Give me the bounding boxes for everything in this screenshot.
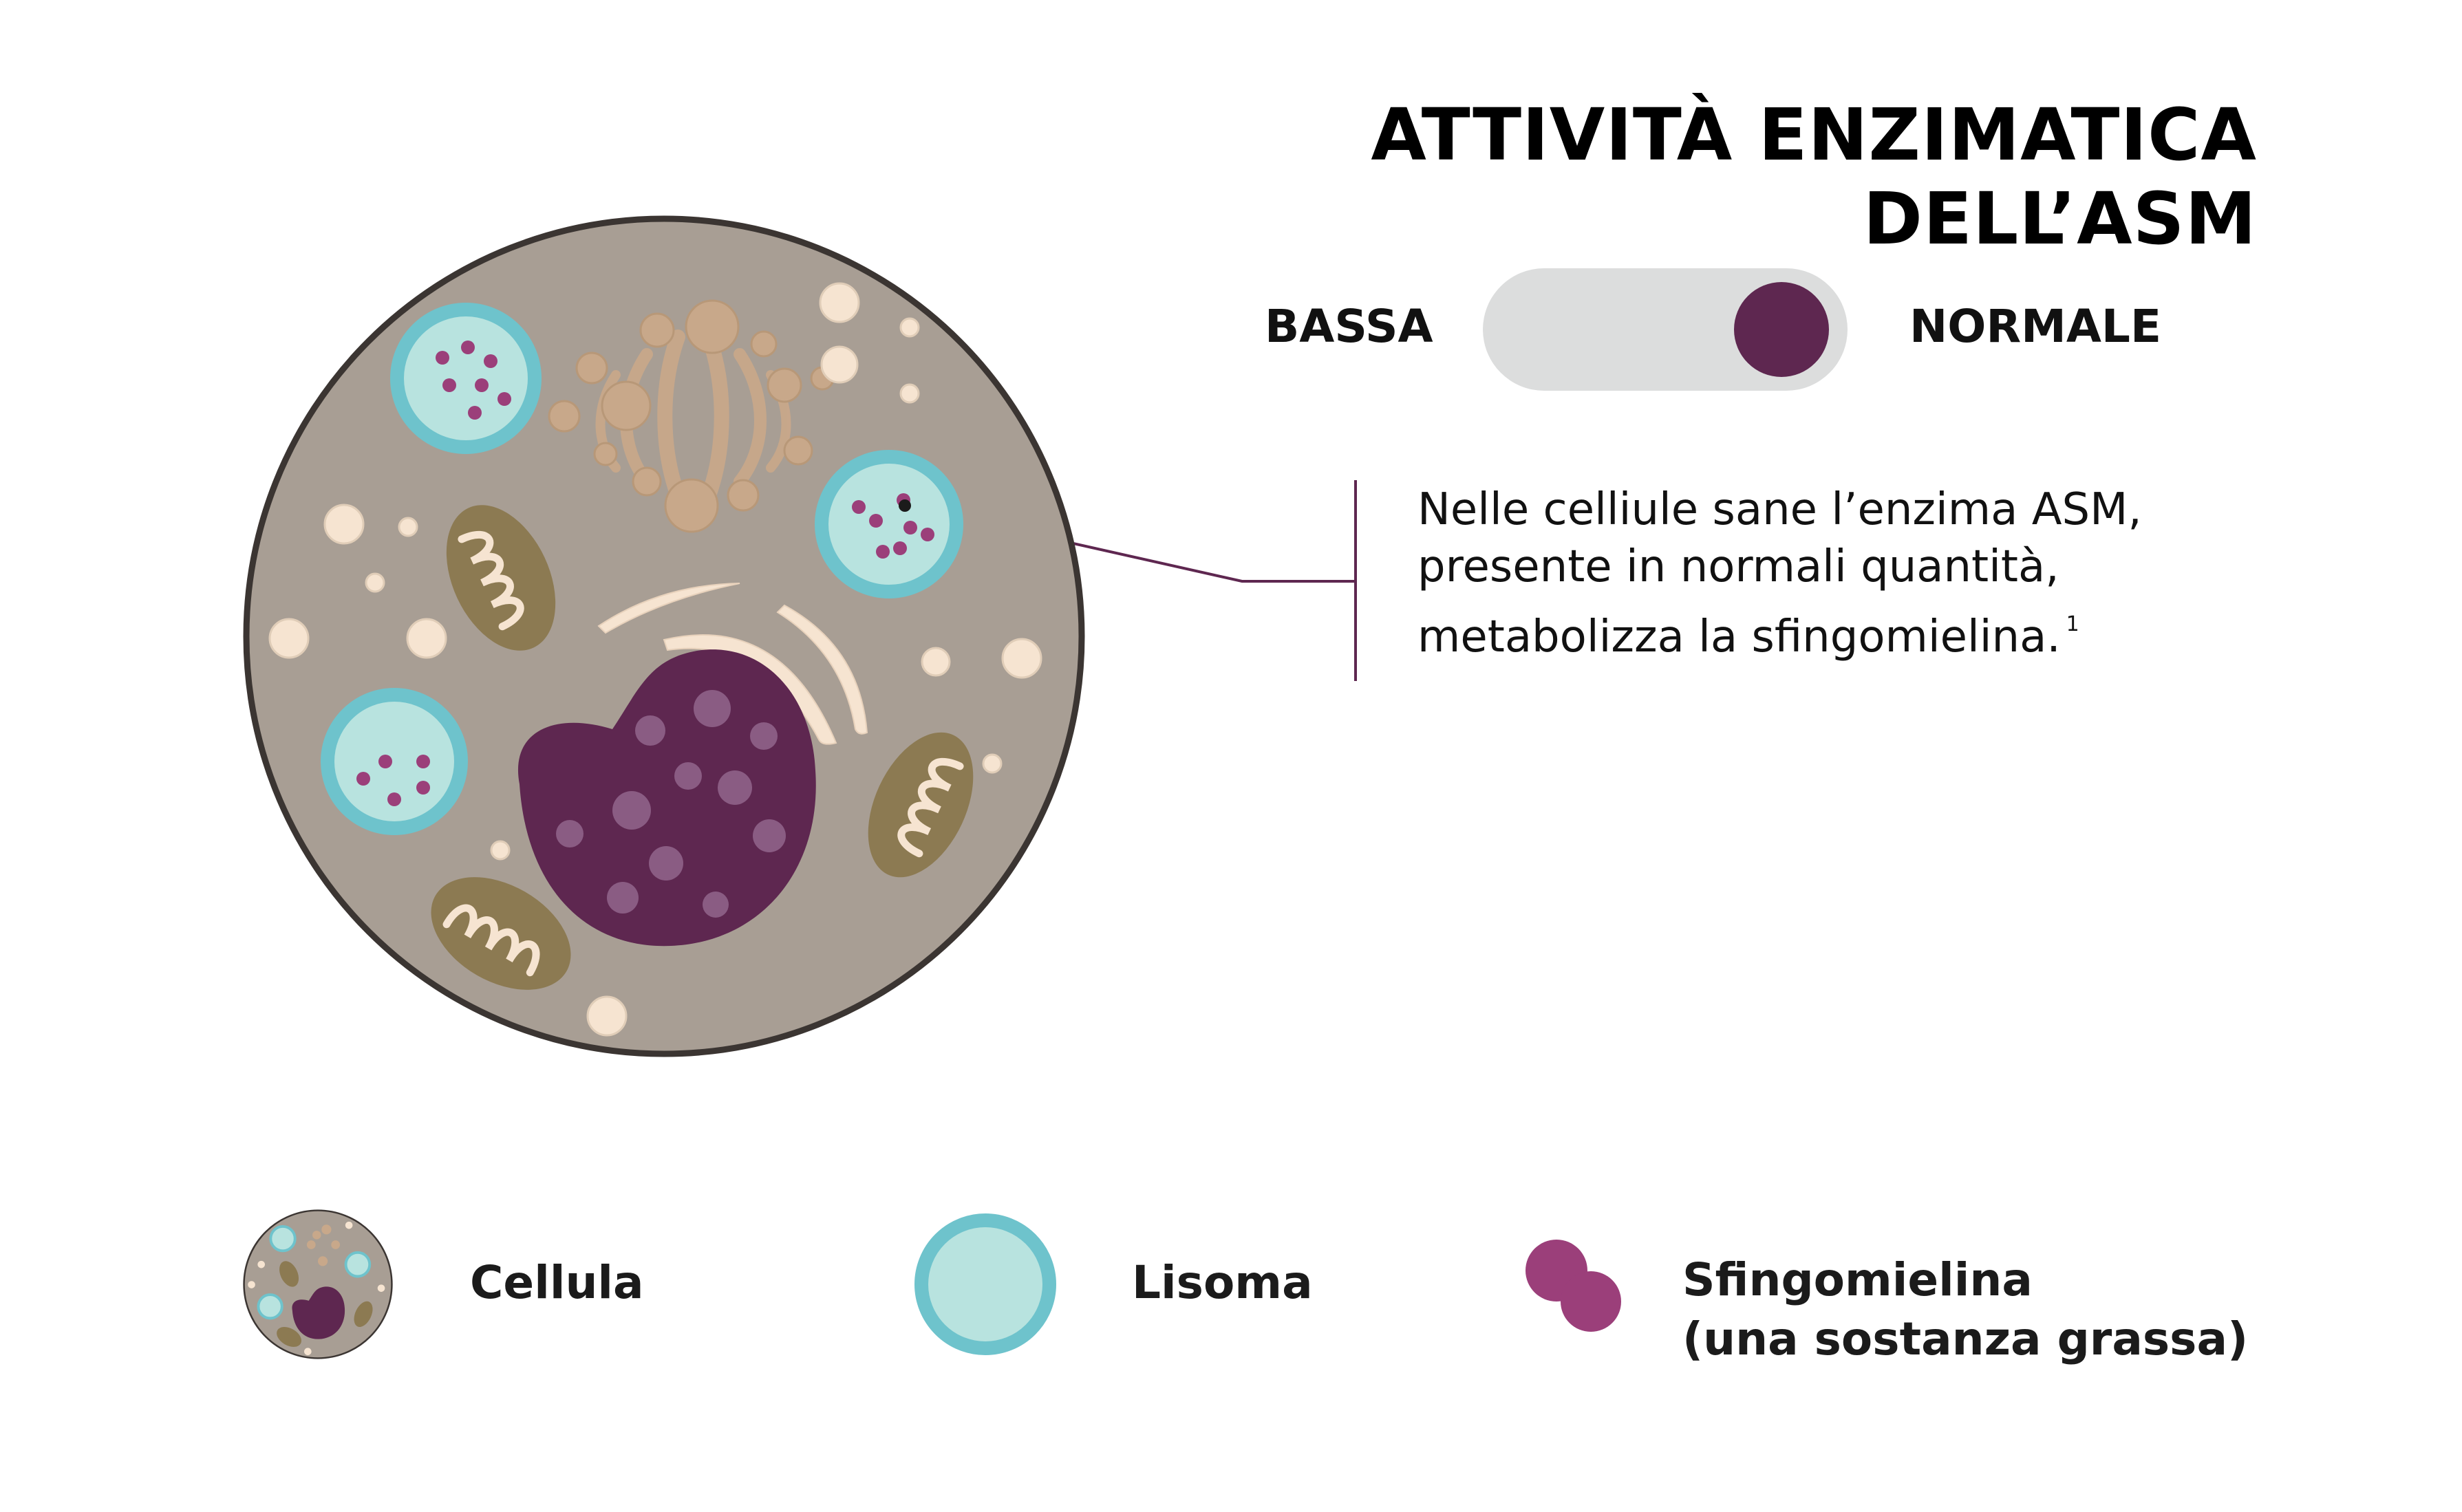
page-title: ATTIVITÀ ENZIMATICA DELL’ASM [1371, 93, 2257, 261]
mitochondrion-1 [446, 505, 556, 651]
leader-anchor-dot [899, 499, 911, 512]
callout-line-3: metabolizza la sfingomielina.1 [1417, 596, 2326, 666]
mitochondrion-2 [868, 732, 974, 878]
legend-sphingomyelin-label: Sfingomielina (una sostanza grassa) [1682, 1251, 2248, 1369]
activity-toggle-knob[interactable] [1734, 282, 1829, 377]
callout-text: Nelle celliule sane l’enzima ASM, presen… [1417, 482, 2326, 666]
callout-line-1: Nelle celliule sane l’enzima ASM, [1417, 484, 2142, 535]
endoplasmic-reticulum [597, 583, 868, 745]
toggle-left-label: BASSA [1265, 300, 1433, 353]
toggle-right-label: NORMALE [1909, 300, 2162, 353]
nucleolus-spots [556, 690, 786, 918]
legend-sphingomyelin-subtitle: (una sostanza grassa) [1682, 1313, 2249, 1365]
legend-cell-icon [243, 1209, 393, 1359]
lysosome-1 [390, 303, 542, 454]
golgi-vesicles [548, 299, 835, 533]
legend-cell-label: Cellula [470, 1256, 644, 1309]
footnote-marker: 1 [2066, 612, 2079, 636]
legend-sphingomyelin-title: Sfingomielina [1682, 1253, 2033, 1306]
legend-sphingomyelin-icon [1526, 1240, 1621, 1332]
vesicles [268, 282, 1042, 1037]
callout-line-3-text: metabolizza la sfingomielina. [1417, 612, 2061, 662]
legend-lysosome-label: Lisoma [1132, 1256, 1313, 1309]
lysosome-2 [815, 450, 963, 598]
mitochondrion-3 [431, 877, 571, 990]
lysosome-3 [321, 688, 468, 835]
nucleus [517, 649, 816, 947]
callout-line-2: presente in normali quantità, [1417, 541, 2059, 592]
legend-lysosome-icon [914, 1213, 1056, 1355]
